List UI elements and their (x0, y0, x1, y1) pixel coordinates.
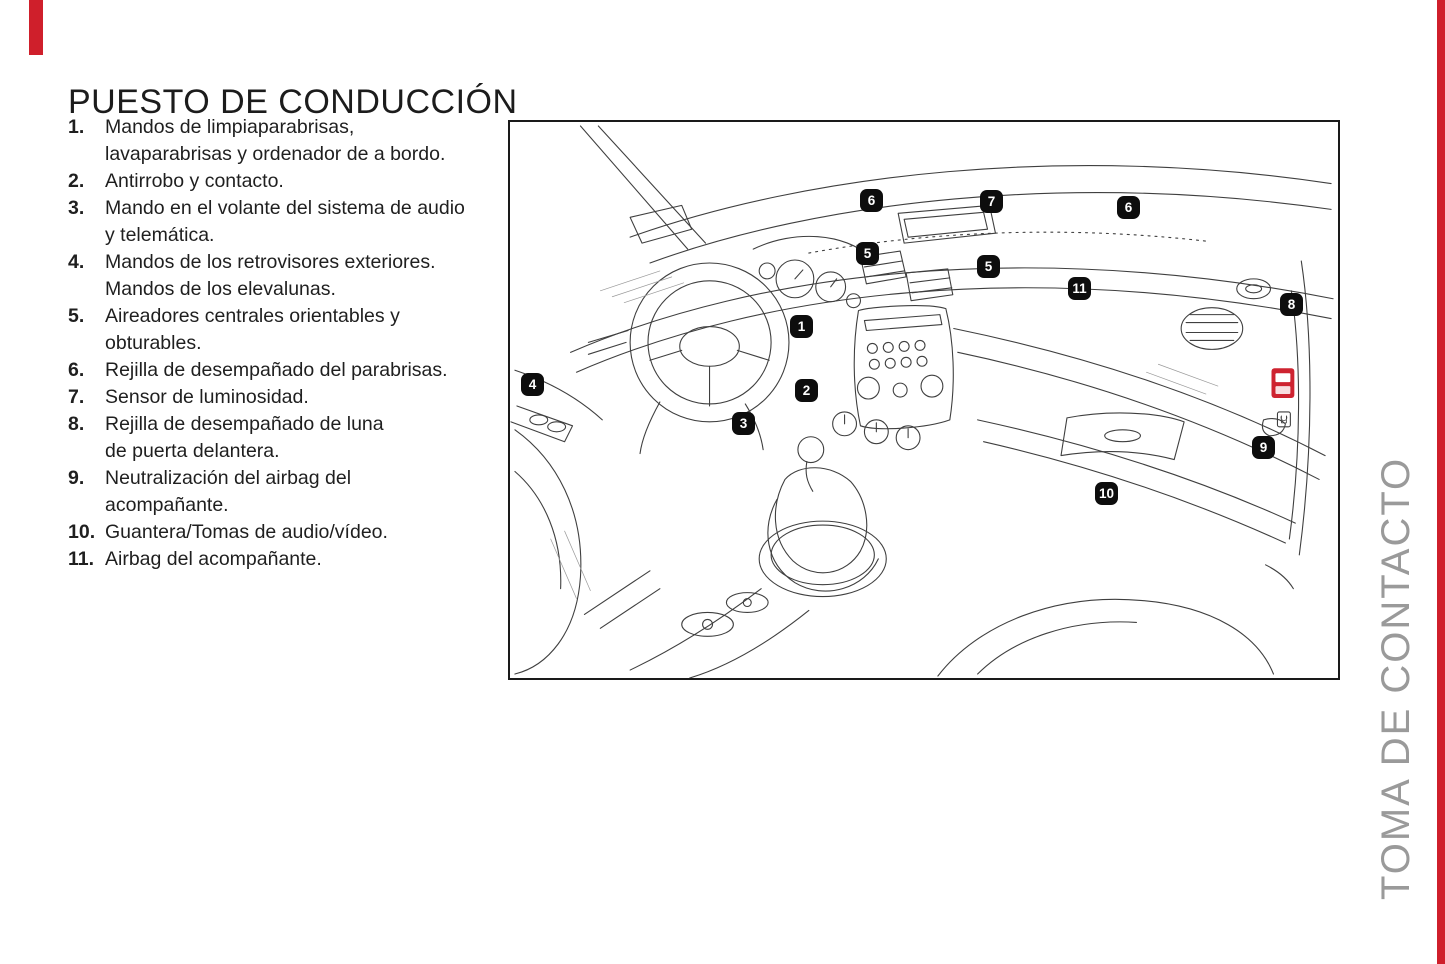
item-number: 11. (68, 548, 95, 570)
item-number: 4. (68, 251, 85, 273)
diagram-callout-5: 5 (977, 255, 1000, 278)
diagram-callout-11: 11 (1068, 277, 1091, 300)
diagram-callout-4: 4 (521, 373, 544, 396)
list-item: 6. Rejilla de desempañado del parabrisas. (68, 357, 520, 384)
page-title: PUESTO DE CONDUCCIÓN (68, 82, 518, 121)
item-number: 6. (68, 359, 85, 381)
airbag-switch-icon (1271, 368, 1295, 399)
red-accent-top-bar (29, 0, 43, 55)
diagram-callout-9: 9 (1252, 436, 1275, 459)
list-item: 7. Sensor de luminosidad. (68, 384, 520, 411)
item-text: Neutralización del airbag del acompañant… (105, 467, 352, 516)
item-number: 10. (68, 521, 96, 543)
chapter-side-label: TOMA DE CONTACTO (1374, 456, 1418, 900)
diagram-callout-7: 7 (980, 190, 1003, 213)
item-text: Mando en el volante del sistema de audio… (105, 197, 465, 246)
list-item: 3. Mando en el volante del sistema de aud… (68, 195, 520, 249)
diagram-callout-8: 8 (1280, 293, 1303, 316)
list-item: 10. Guantera/Tomas de audio/vídeo. (68, 519, 520, 546)
list-item: 5. Aireadores centrales orientables y obt… (68, 303, 520, 357)
item-number: 5. (68, 305, 85, 327)
diagram-callout-1: 1 (790, 315, 813, 338)
item-number: 1. (68, 116, 85, 138)
list-item: 2. Antirrobo y contacto. (68, 168, 520, 195)
item-number: 9. (68, 467, 85, 489)
dashboard-illustration (510, 125, 1334, 679)
list-item: 1. Mandos de limpiaparabrisas, lavaparabr… (68, 114, 520, 168)
item-text: Antirrobo y contacto. (105, 170, 284, 192)
item-text: Rejilla de desempañado del parabrisas. (105, 359, 448, 381)
item-text: Rejilla de desempañado de luna de puerta… (105, 413, 384, 462)
item-text: Mandos de limpiaparabrisas, lavaparabris… (105, 116, 446, 165)
item-number: 2. (68, 170, 85, 192)
list-item: 4. Mandos de los retrovisores exteriores.… (68, 249, 520, 303)
diagram-callout-2: 2 (795, 379, 818, 402)
red-accent-right-bar (1437, 0, 1445, 964)
list-item: 8. Rejilla de desempañado de luna de puer… (68, 411, 520, 465)
item-number: 3. (68, 197, 85, 219)
list-item: 11. Airbag del acompañante. (68, 546, 520, 573)
item-text: Guantera/Tomas de audio/vídeo. (105, 521, 388, 543)
dashboard-diagram-frame: 6 7 6 5 5 11 8 1 4 2 3 9 10 (508, 120, 1340, 680)
diagram-callout-6: 6 (860, 189, 883, 212)
list-item: 9. Neutralización del airbag del acompaña… (68, 465, 520, 519)
item-text: Aireadores centrales orientables y obtur… (105, 305, 400, 354)
diagram-callout-3: 3 (732, 412, 755, 435)
diagram-callout-10: 10 (1095, 482, 1118, 505)
diagram-callout-5: 5 (856, 242, 879, 265)
item-text: Mandos de los retrovisores exteriores. M… (105, 251, 436, 300)
item-text: Airbag del acompañante. (105, 548, 322, 570)
item-number: 7. (68, 386, 85, 408)
legend-list: 1. Mandos de limpiaparabrisas, lavaparabr… (68, 114, 520, 573)
item-number: 8. (68, 413, 85, 435)
item-text: Sensor de luminosidad. (105, 386, 309, 408)
diagram-callout-6: 6 (1117, 196, 1140, 219)
